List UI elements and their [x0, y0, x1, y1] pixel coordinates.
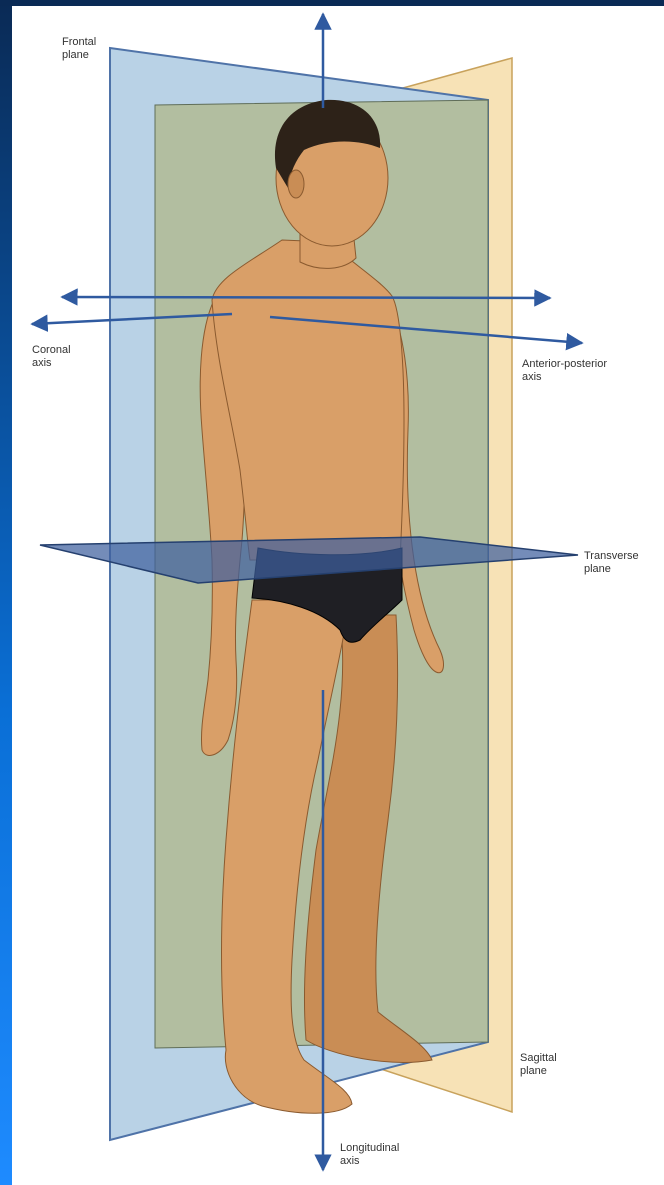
ear — [288, 170, 304, 198]
frontal-plane-label: Frontal plane — [62, 36, 96, 62]
sagittal-plane-label: Sagittal plane — [520, 1052, 557, 1078]
coronal-axis-arrow — [62, 297, 550, 298]
anterior-posterior-axis-label: Anterior-posterior axis — [522, 358, 607, 384]
longitudinal-axis-label: Longitudinal axis — [340, 1142, 399, 1168]
transverse-plane-label: Transverse plane — [584, 550, 639, 576]
coronal-axis-label: Coronal axis — [32, 344, 71, 370]
head — [275, 100, 388, 246]
